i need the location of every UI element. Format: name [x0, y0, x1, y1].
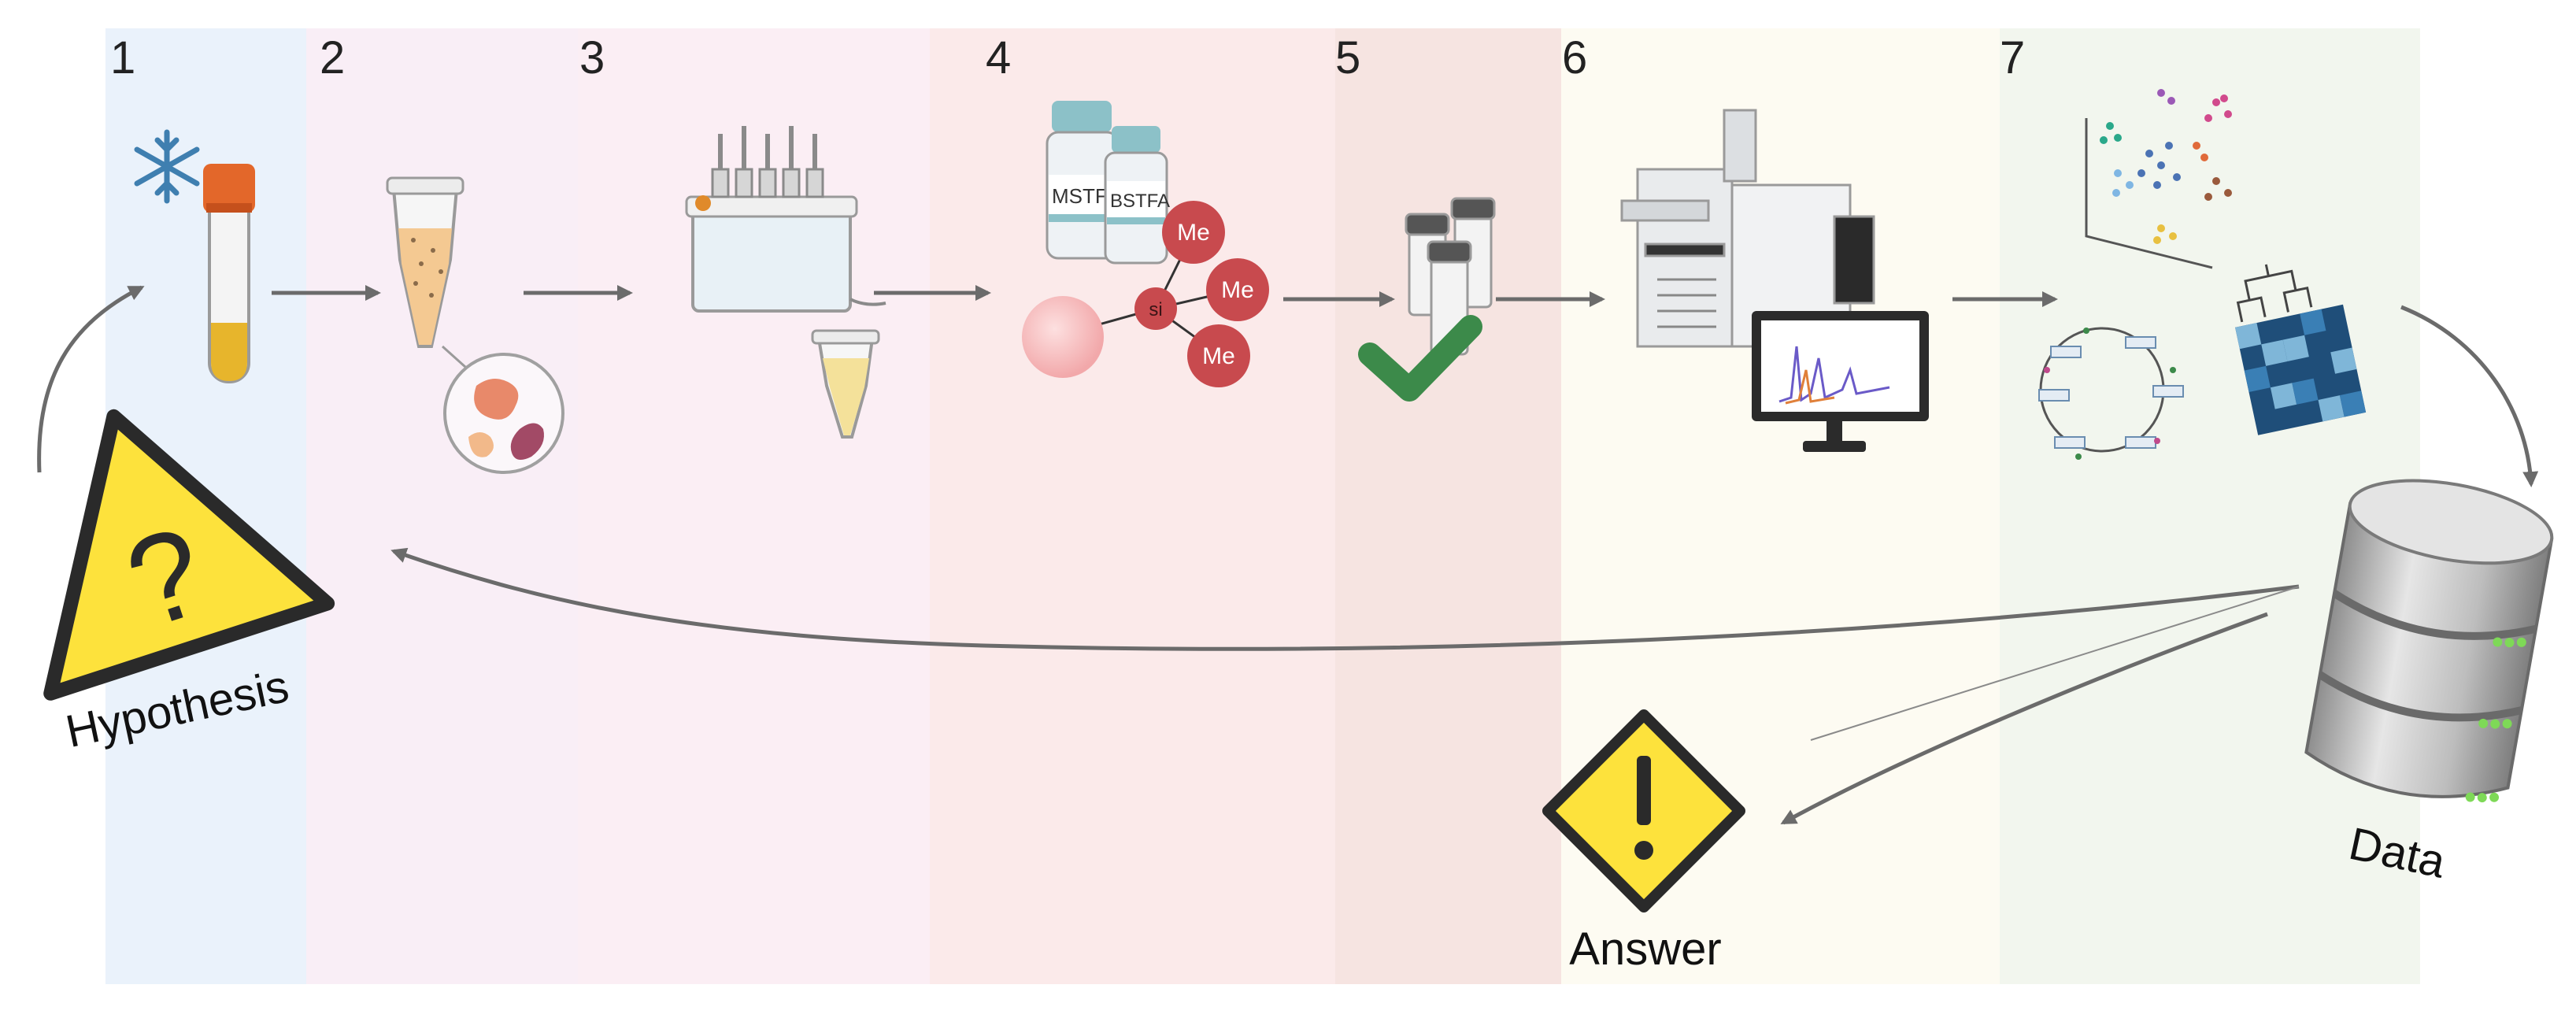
stage-band-5	[1335, 28, 1561, 984]
step-number-1: 1	[110, 32, 136, 83]
bstfa-label: BSTFA	[1110, 191, 1170, 212]
answer-warning-icon	[1542, 709, 1745, 912]
hypothesis-warning-icon: ?	[43, 409, 335, 701]
step-number-2: 2	[320, 32, 346, 83]
extraction-rack-icon	[685, 126, 886, 313]
stage-band-3	[578, 28, 930, 984]
step-number-4: 4	[986, 32, 1012, 83]
tissue-magnifier-icon	[443, 353, 564, 474]
hypothesis-to-sample-arrow	[37, 285, 145, 473]
database-icon	[2304, 479, 2554, 803]
gcms-instrument-icon	[1620, 109, 1875, 348]
feedback-arrow	[390, 547, 2300, 651]
bead-icon	[1022, 296, 1104, 378]
monitor-icon	[1752, 311, 1929, 452]
answer-label: Answer	[1569, 924, 1721, 975]
blood-tube-icon	[203, 164, 255, 383]
step-number-6: 6	[1562, 32, 1588, 83]
step-number-3: 3	[579, 32, 605, 83]
step-number-7: 7	[2000, 32, 2026, 83]
pathway-map-icon	[2038, 327, 2184, 460]
results-to-data-arrow	[2400, 305, 2539, 487]
step-number-5: 5	[1335, 32, 1361, 83]
sample-tube-icon	[386, 176, 464, 348]
snowflake-icon	[134, 129, 200, 204]
methyl-label-1: Me	[1177, 220, 1210, 246]
heatmap-icon	[2235, 264, 2367, 435]
tsne-cluster-plot-icon	[2085, 89, 2232, 269]
methyl-label-2: Me	[1221, 277, 1254, 303]
extract-tube-icon	[811, 329, 880, 439]
silicon-label: si	[1149, 299, 1162, 320]
check-icon	[1358, 315, 1482, 402]
bstfa-vial-icon	[1104, 126, 1168, 265]
data-label: Data	[2345, 818, 2450, 888]
data-to-answer-arrow	[1780, 612, 2268, 825]
methyl-label-3: Me	[1202, 343, 1235, 369]
